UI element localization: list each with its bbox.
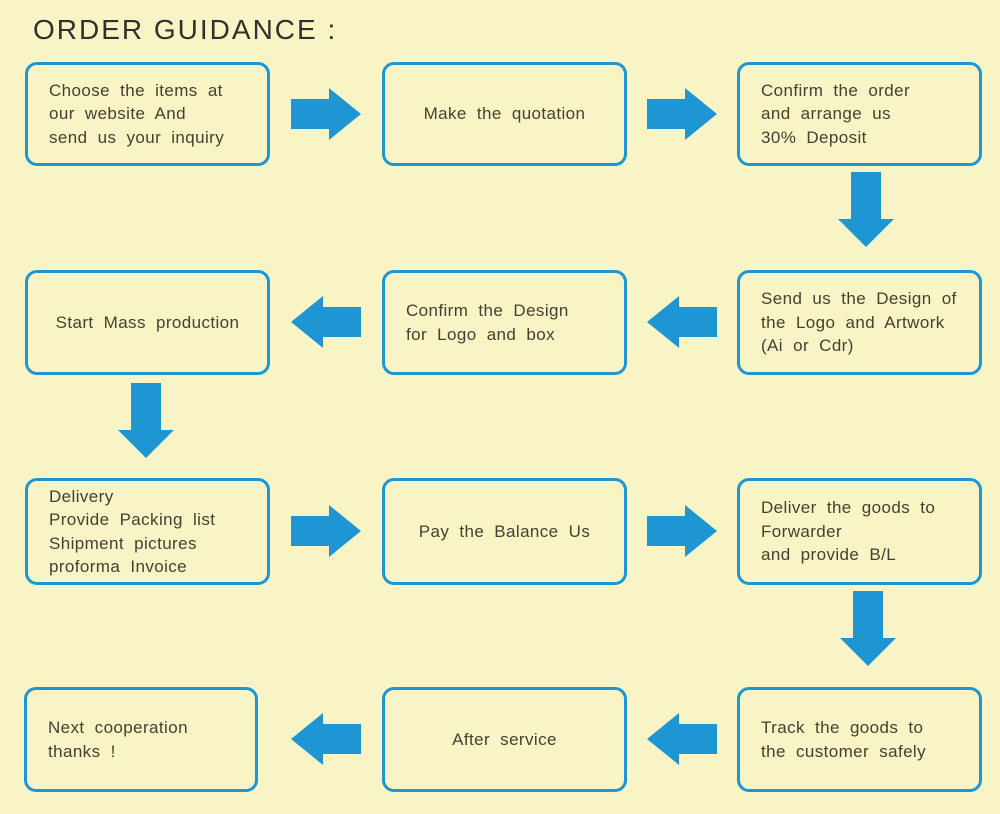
flow-node-confirm-design: Confirm the Design for Logo and box xyxy=(382,270,627,375)
arrow-right-icon xyxy=(647,88,717,140)
flow-node-label: Deliver the goods to Forwarder and provi… xyxy=(761,498,936,565)
flow-node-label: Make the quotation xyxy=(423,104,586,124)
flow-node-label: After service xyxy=(452,729,557,749)
flow-node-pay-balance: Pay the Balance Us xyxy=(382,478,627,585)
flow-node-mass-production: Start Mass production xyxy=(25,270,270,375)
page-title: ORDER GUIDANCE : xyxy=(33,14,338,45)
arrow-right-icon xyxy=(647,505,717,557)
flow-node-after-service: After service xyxy=(382,687,627,792)
arrow-down-icon xyxy=(838,172,894,247)
flow-node-label: Track the goods to the customer safely xyxy=(761,718,926,761)
flow-node-label: Next cooperation thanks ! xyxy=(48,718,188,761)
flow-node-delivery: Delivery Provide Packing list Shipment p… xyxy=(25,478,270,585)
flow-node-label: Start Mass production xyxy=(55,312,240,332)
flow-node-send-design: Send us the Design of the Logo and Artwo… xyxy=(737,270,982,375)
flow-node-track-goods: Track the goods to the customer safely xyxy=(737,687,982,792)
flow-node-deliver-forwarder: Deliver the goods to Forwarder and provi… xyxy=(737,478,982,585)
flow-node-make-quotation: Make the quotation xyxy=(382,62,627,166)
arrow-right-icon xyxy=(291,505,361,557)
arrow-left-icon xyxy=(291,713,361,765)
flow-node-label: Send us the Design of the Logo and Artwo… xyxy=(761,289,957,356)
flow-node-label: Confirm the Design for Logo and box xyxy=(406,301,569,344)
flow-node-label: Delivery Provide Packing list Shipment p… xyxy=(49,486,216,576)
arrow-left-icon xyxy=(291,296,361,348)
flow-node-confirm-order: Confirm the order and arrange us 30% Dep… xyxy=(737,62,982,166)
arrow-left-icon xyxy=(647,296,717,348)
flow-node-label: Pay the Balance Us xyxy=(418,521,591,541)
arrow-down-icon xyxy=(118,383,174,458)
arrow-right-icon xyxy=(291,88,361,140)
flow-node-label: Choose the items at our website And send… xyxy=(49,80,225,147)
flow-node-next-cooperation: Next cooperation thanks ! xyxy=(24,687,258,792)
flow-node-choose-items: Choose the items at our website And send… xyxy=(25,62,270,166)
arrow-down-icon xyxy=(840,591,896,666)
arrow-left-icon xyxy=(647,713,717,765)
flow-node-label: Confirm the order and arrange us 30% Dep… xyxy=(761,80,911,147)
